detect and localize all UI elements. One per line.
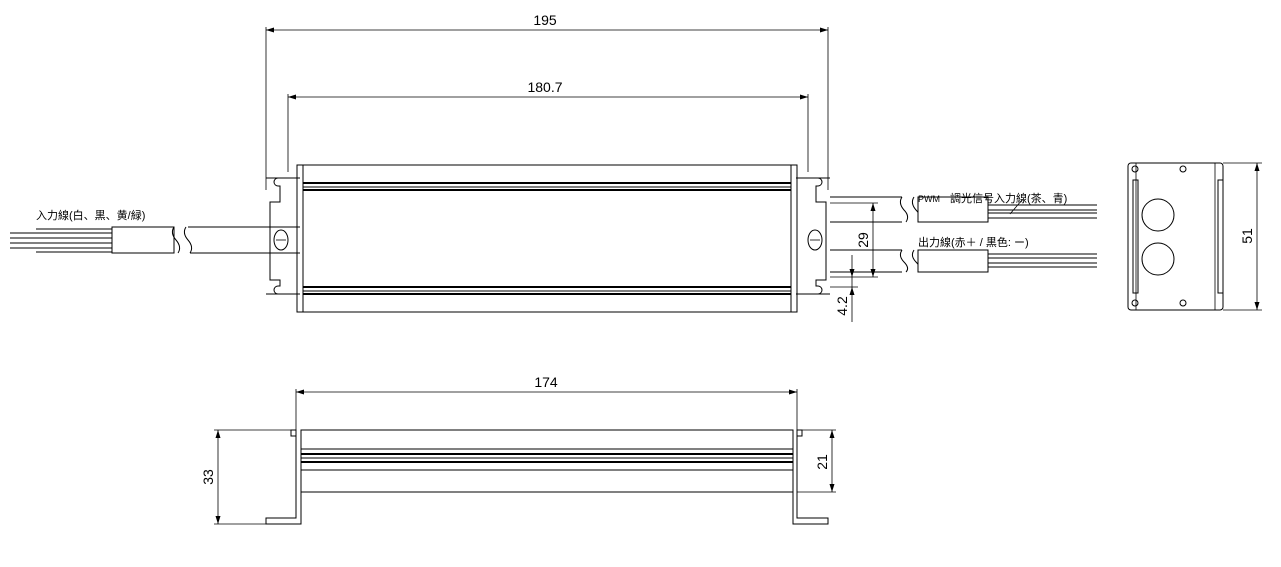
output-cable: 出力線(赤＋ / 黒色: ー) [830, 235, 1097, 273]
psu-body-top [266, 164, 830, 313]
dim-label-body-length: 180.7 [527, 79, 562, 95]
dimension-overall-length: 195 [265, 12, 829, 190]
dim-label-end-width: 51 [1239, 228, 1255, 244]
top-view: 195 180.7 入力線(白、黒、黄/緑) [10, 12, 1097, 322]
pwm-prefix-label: PWM [918, 194, 940, 204]
input-cable: 入力線(白、黒、黄/緑) [10, 208, 300, 254]
dimension-body-length: 180.7 [287, 79, 809, 172]
dim-label-height-mid: 29 [855, 232, 871, 248]
pwm-wire-label: 調光信号入力線(茶、青) [950, 191, 1067, 205]
side-view: 174 33 21 [200, 374, 836, 525]
input-wire-label: 入力線(白、黒、黄/緑) [36, 208, 145, 222]
dimension-hole-spacing: 29 4.2 [830, 202, 878, 322]
end-view: 51 [1127, 162, 1262, 311]
dim-label-bottom-length: 174 [534, 374, 558, 390]
dim-label-overall-length: 195 [533, 12, 557, 28]
pwm-cable: PWM 調光信号入力線(茶、青) [830, 191, 1097, 223]
dim-label-total-height: 33 [200, 469, 216, 485]
dim-label-hole-offset: 4.2 [834, 296, 850, 316]
output-wire-label: 出力線(赤＋ / 黒色: ー) [918, 235, 1029, 249]
dim-label-body-height: 21 [814, 454, 830, 470]
